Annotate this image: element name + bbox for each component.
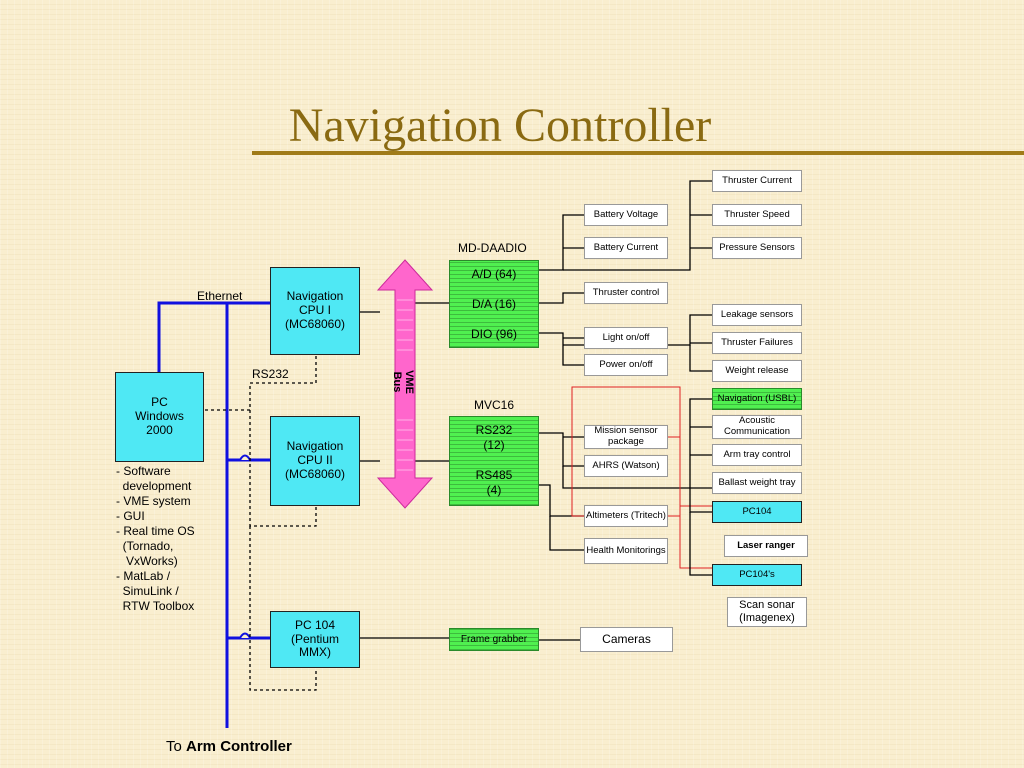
black-wires — [360, 180, 712, 641]
altimeters-box: Altimeters (Tritech) — [584, 505, 668, 527]
ad-channel: A/D (64) — [471, 267, 517, 281]
da-channel: D/A (16) — [471, 297, 516, 311]
thruster-current-box: Thruster Current — [712, 170, 802, 192]
ahrs-box: AHRS (Watson) — [584, 455, 668, 477]
laser-ranger-box: Laser ranger — [724, 535, 808, 557]
to-arm-controller-label: To Arm Controller — [166, 738, 292, 755]
rs232-channel: RS232 — [475, 423, 513, 437]
thruster-control-box: Thruster control — [584, 282, 668, 304]
leakage-sensors-box: Leakage sensors — [712, 304, 802, 326]
mission-sensor-box: Mission sensor package — [584, 425, 668, 449]
dio-channel: DIO (96) — [470, 327, 517, 341]
rs485-count: (4) — [486, 483, 502, 497]
vme-bus-label: VME Bus — [391, 370, 415, 394]
pressure-sensors-box: Pressure Sensors — [712, 237, 802, 259]
battery-voltage-box: Battery Voltage — [584, 204, 668, 226]
rs232-label: RS232 — [252, 367, 289, 381]
mvc16-label: MVC16 — [474, 398, 515, 412]
arm-tray-control-box: Arm tray control — [712, 444, 802, 466]
health-monitorings-box: Health Monitorings — [584, 538, 668, 564]
thruster-failures-box: Thruster Failures — [712, 332, 802, 354]
rs232-lines — [205, 355, 317, 691]
thruster-speed-box: Thruster Speed — [712, 204, 802, 226]
rs485-channel: RS485 — [475, 468, 513, 482]
power-on-off-box: Power on/off — [584, 354, 668, 376]
cameras-box: Cameras — [580, 627, 673, 652]
pc104s-box: PC104's — [712, 564, 802, 586]
frame-grabber-box: Frame grabber — [449, 628, 539, 651]
title-rule — [252, 151, 1024, 155]
vme-bus-arrow — [376, 259, 434, 509]
red-wires — [571, 386, 712, 569]
pc-notes: - Software development- VME system - GUI… — [116, 464, 195, 613]
pc104-box: PC104 — [712, 501, 802, 523]
ballast-weight-tray-box: Ballast weight tray — [712, 472, 802, 494]
weight-release-box: Weight release — [712, 360, 802, 382]
md-daadio-label: MD-DAADIO — [458, 241, 527, 255]
battery-current-box: Battery Current — [584, 237, 668, 259]
md-daadio-board — [449, 260, 539, 348]
page-title: Navigation Controller — [288, 99, 712, 152]
scan-sonar-box: Scan sonar (Imagenex) — [727, 597, 807, 627]
ethernet-label: Ethernet — [197, 289, 243, 303]
light-on-off-box: Light on/off — [584, 327, 668, 349]
navigation-usbl-box: Navigation (USBL) — [712, 388, 802, 410]
mvc16-board — [449, 416, 539, 506]
acoustic-communication-box: Acoustic Communication — [712, 415, 802, 439]
rs232-count: (12) — [483, 438, 505, 452]
